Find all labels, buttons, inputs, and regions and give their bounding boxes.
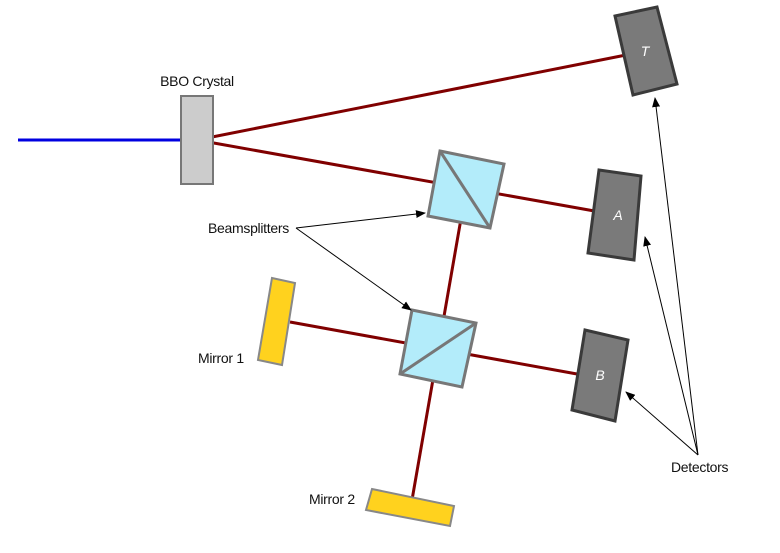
arrow-to-beamsplitter-2: [295, 227, 412, 311]
beamsplitter-2: [398, 308, 478, 389]
beam-to-detector-a: [196, 138, 601, 214]
label-bbo-crystal: BBO Crystal: [160, 73, 234, 89]
detector-t-label: T: [641, 43, 651, 59]
detector-b-label: B: [595, 367, 604, 383]
beamsplitter-1: [426, 149, 506, 230]
arrow-to-beamsplitter-1: [295, 210, 426, 229]
detector-a: A: [586, 168, 643, 262]
detector-t: T: [613, 5, 679, 97]
arrow-to-detector-t: [652, 97, 699, 456]
bbo-crystal: [180, 95, 214, 185]
arrow-to-detector-b: [625, 391, 699, 456]
detector-b: B: [570, 328, 630, 423]
label-mirror-1: Mirror 1: [198, 350, 244, 366]
beam-to-detector-t: [196, 53, 627, 142]
mirror-1: [256, 276, 297, 367]
detector-a-label: A: [612, 207, 622, 223]
arrow-to-detector-a: [643, 236, 699, 456]
label-detectors: Detectors: [671, 459, 729, 475]
mirror-2: [364, 487, 456, 528]
label-mirror-2: Mirror 2: [309, 491, 355, 507]
label-beamsplitters: Beamsplitters: [208, 220, 289, 236]
